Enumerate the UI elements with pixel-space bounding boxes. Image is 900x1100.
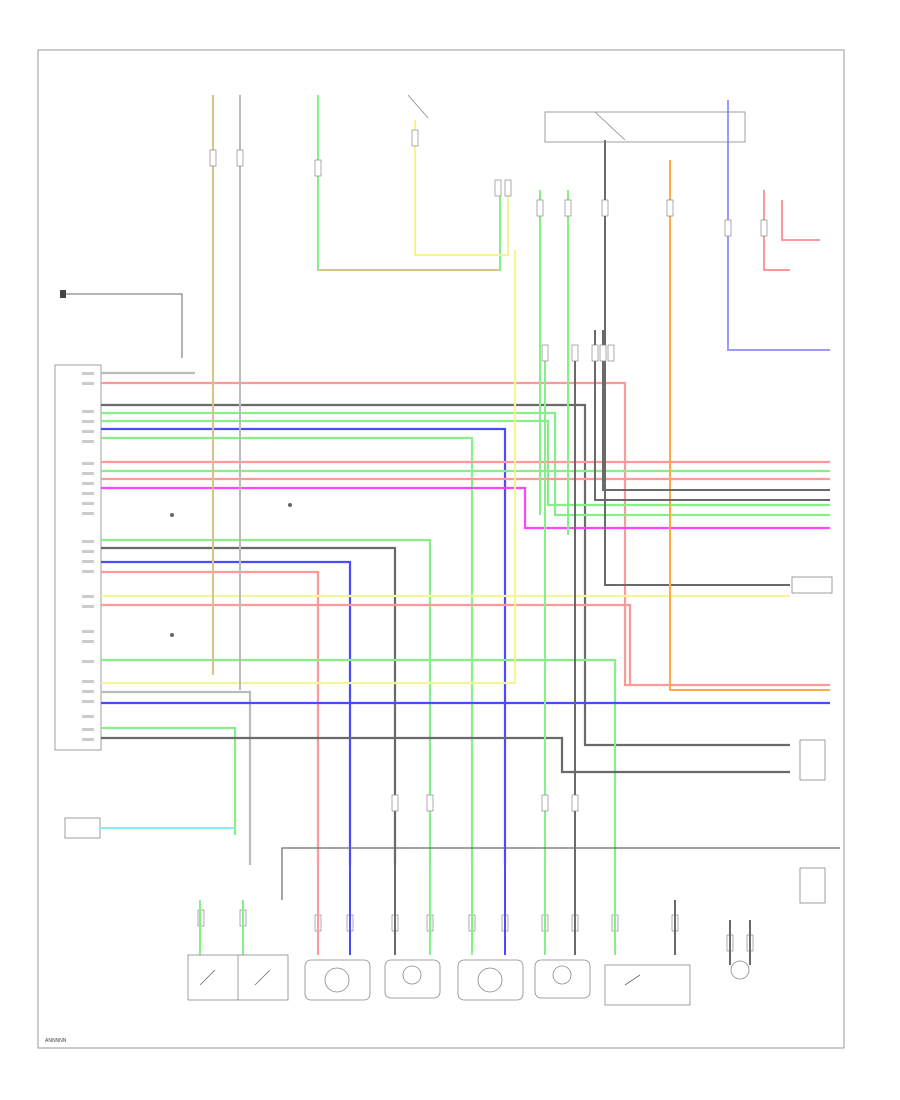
- bottom-drops: [199, 865, 751, 965]
- side-markers: [170, 503, 292, 637]
- diagram-border: [37, 49, 845, 1049]
- bottom-left-sensor: [64, 817, 235, 839]
- top-fuse-block: [407, 94, 746, 143]
- relay-box: [604, 964, 691, 1006]
- sensor-1: [384, 959, 441, 999]
- motor-1: [304, 959, 371, 1001]
- bottom-components: [187, 954, 750, 1006]
- wire-bus-upper: [101, 371, 830, 865]
- module-pin-labels: [82, 372, 94, 741]
- lamp: [730, 960, 750, 980]
- control-module: [54, 364, 102, 751]
- wire-bus-lower: [101, 250, 830, 900]
- bottom-connectors: [197, 794, 754, 952]
- top-connectors: [209, 129, 768, 362]
- sensor-2: [534, 959, 591, 999]
- motor-2: [457, 959, 524, 1001]
- dual-switch: [187, 954, 289, 1001]
- top-wires: [212, 95, 830, 865]
- footer-code: ANNNNN: [45, 1038, 67, 1044]
- right-side-components: [281, 576, 840, 904]
- fuse-symbol: [60, 290, 183, 358]
